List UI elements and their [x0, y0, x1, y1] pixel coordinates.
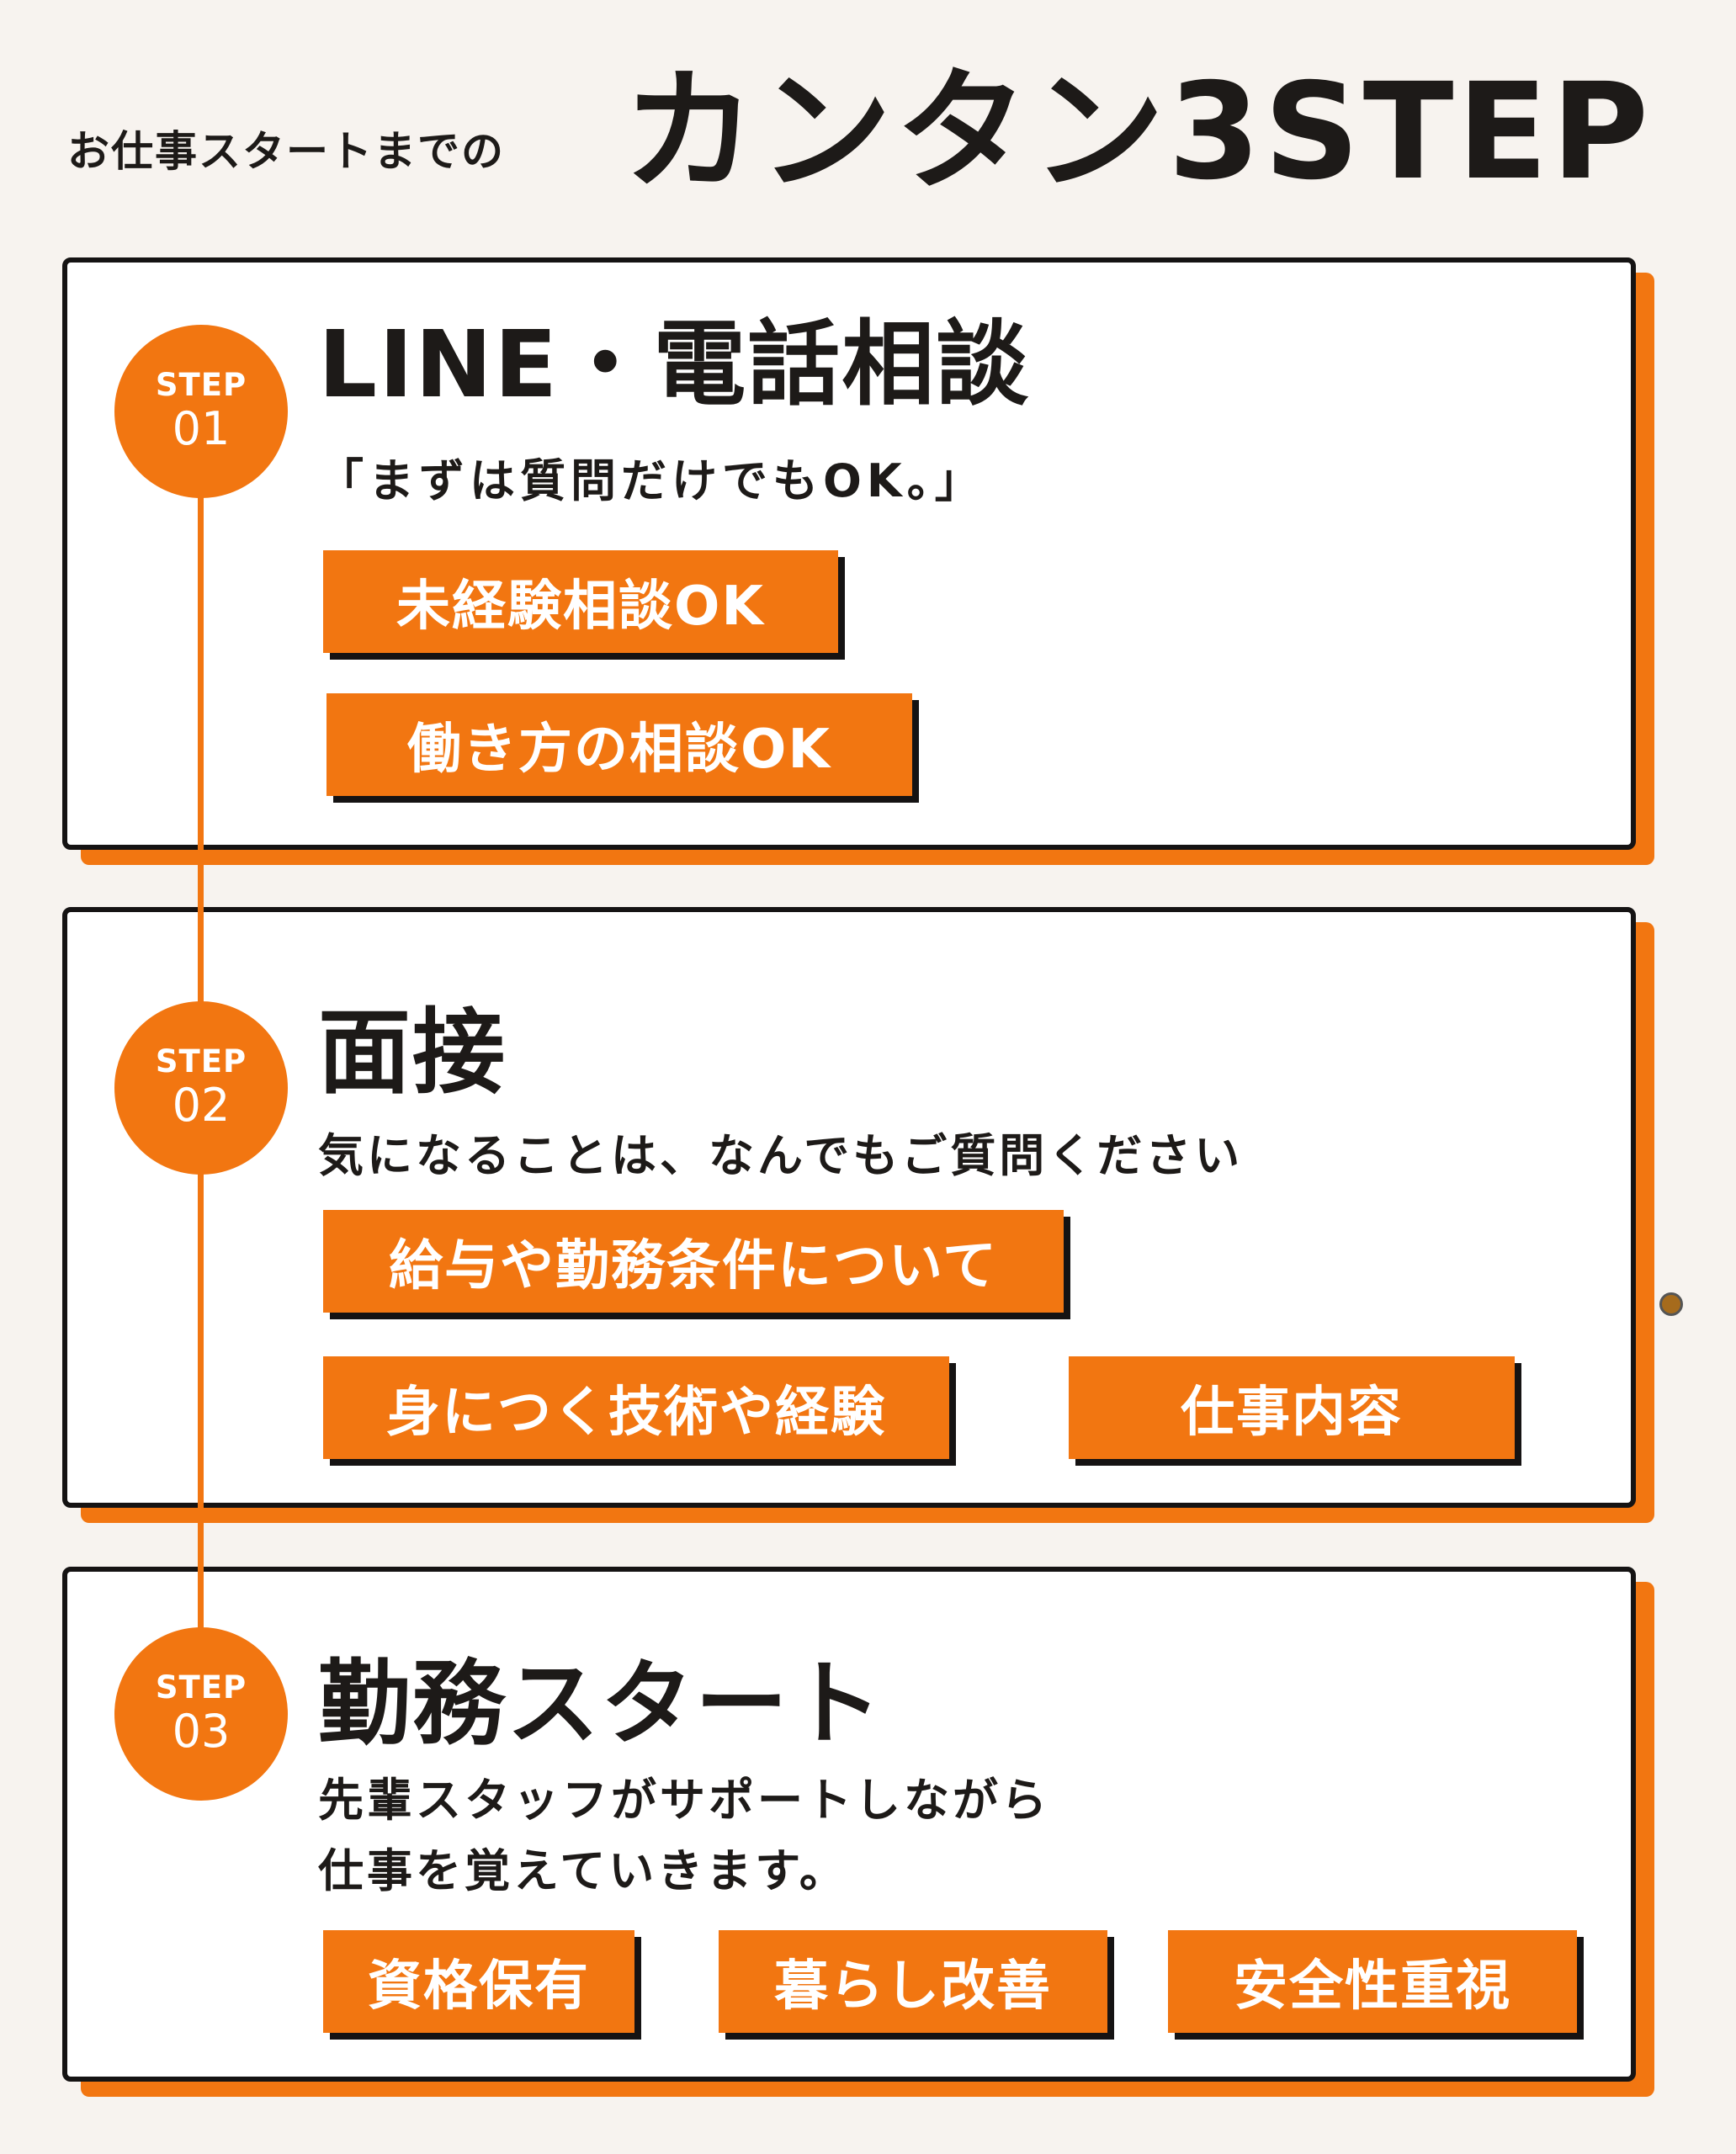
- step-title-1: LINE・電話相談: [318, 310, 1031, 418]
- step-badge-number: 02: [172, 1079, 231, 1133]
- step-badge-3: STEP 03: [114, 1627, 288, 1801]
- page-header: お仕事スタートまでの カンタン3STEP: [0, 0, 1736, 244]
- step-description-line: 仕事を覚えていきます。: [318, 1844, 848, 1897]
- step1-tag-2: 働き方の相談OK: [326, 693, 912, 796]
- step1-tag-1: 未経験相談OK: [323, 550, 838, 653]
- page-title: カンタン3STEP: [623, 55, 1653, 210]
- step2-tag-2: 身につく技術や経験: [323, 1356, 949, 1459]
- step3-tag-2: 暮らし改善: [719, 1930, 1107, 2033]
- step2-tag-1: 給与や勤務条件について: [323, 1210, 1064, 1313]
- step-badge-label: STEP: [155, 1043, 247, 1080]
- step-description-1: 「まずは質問だけでもOK。」: [318, 454, 985, 507]
- step-badge-label: STEP: [155, 367, 247, 404]
- step-badge-number: 01: [172, 402, 231, 456]
- step3-tag-3: 安全性重視: [1168, 1930, 1577, 2033]
- step-badge-1: STEP 01: [114, 325, 288, 498]
- step-badge-label: STEP: [155, 1669, 247, 1706]
- step-badge-2: STEP 02: [114, 1001, 288, 1175]
- side-marker-icon: [1659, 1292, 1683, 1316]
- step-description-line: 先輩スタッフがサポートしながら: [318, 1774, 1050, 1827]
- step-description-2: 気になることは、なんでもご質問ください: [318, 1129, 1244, 1182]
- step-badge-number: 03: [172, 1705, 231, 1759]
- step3-tag-1: 資格保有: [323, 1930, 634, 2033]
- header-lead-text: お仕事スタートまでの: [67, 127, 505, 176]
- step-title-2: 面接: [318, 999, 507, 1106]
- step2-tag-3: 仕事内容: [1069, 1356, 1515, 1459]
- step-description-3: 先輩スタッフがサポートしながら 仕事を覚えていきます。: [318, 1765, 1050, 1906]
- step-title-3: 勤務スタート: [318, 1650, 884, 1758]
